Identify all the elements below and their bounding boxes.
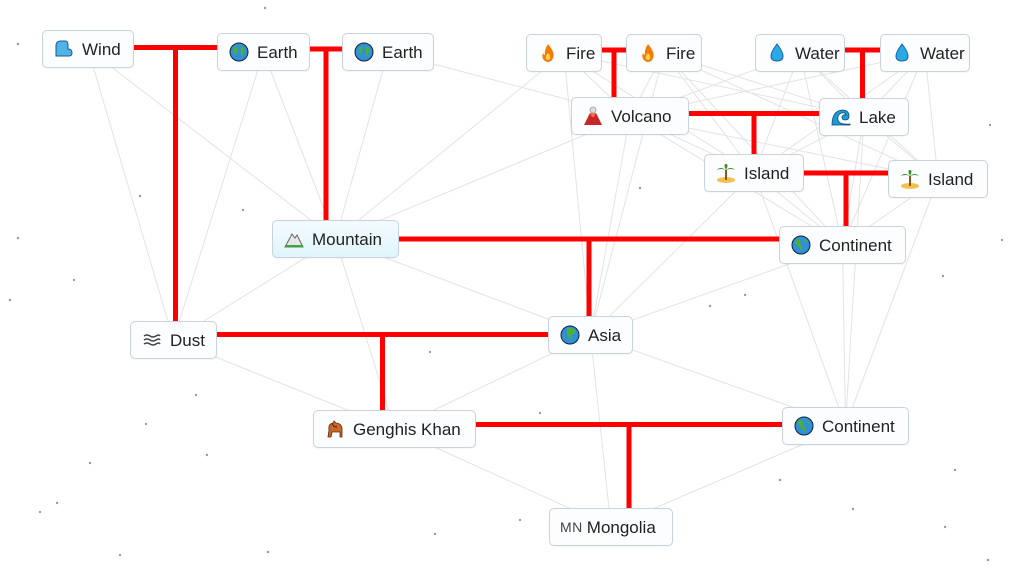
globe-americas-icon bbox=[790, 234, 812, 256]
fire-icon bbox=[637, 42, 659, 64]
element-node-water1[interactable]: Water bbox=[755, 34, 845, 72]
earth-globe-icon bbox=[353, 41, 375, 63]
wind-icon bbox=[53, 38, 75, 60]
wave-icon bbox=[830, 106, 852, 128]
element-node-earth2[interactable]: Earth bbox=[342, 33, 434, 71]
element-node-water2[interactable]: Water bbox=[880, 34, 970, 72]
element-label: Fire bbox=[566, 43, 596, 63]
palm-island-icon bbox=[899, 168, 921, 190]
globe-americas-icon bbox=[793, 415, 815, 437]
element-label: Continent bbox=[819, 235, 892, 255]
element-node-island2[interactable]: Island bbox=[888, 160, 988, 198]
element-label: Dust bbox=[170, 330, 205, 350]
element-label: Wind bbox=[82, 39, 121, 59]
water-drop-icon bbox=[766, 42, 788, 64]
element-label: Water bbox=[920, 43, 965, 63]
element-label: Island bbox=[744, 163, 790, 183]
element-label: Asia bbox=[588, 325, 622, 345]
element-node-fire1[interactable]: Fire bbox=[526, 34, 602, 72]
globe-asia-icon bbox=[559, 324, 581, 346]
element-node-earth1[interactable]: Earth bbox=[217, 33, 310, 71]
element-node-wind[interactable]: Wind bbox=[42, 30, 134, 68]
element-label: Genghis Khan bbox=[353, 419, 461, 439]
water-drop-icon bbox=[891, 42, 913, 64]
element-node-genghis[interactable]: Genghis Khan bbox=[313, 410, 476, 448]
element-label: Fire bbox=[666, 43, 696, 63]
element-node-volcano[interactable]: Volcano bbox=[571, 97, 689, 135]
element-label: Water bbox=[795, 43, 840, 63]
mountain-icon bbox=[283, 228, 305, 250]
palm-island-icon bbox=[715, 162, 737, 184]
element-node-continent2[interactable]: Continent bbox=[782, 407, 909, 445]
element-node-continent1[interactable]: Continent bbox=[779, 226, 906, 264]
element-label: Lake bbox=[859, 107, 896, 127]
earth-globe-icon bbox=[228, 41, 250, 63]
element-label: Mongolia bbox=[586, 517, 656, 537]
element-label: Earth bbox=[382, 42, 423, 62]
element-node-lake[interactable]: Lake bbox=[819, 98, 909, 136]
element-label: Earth bbox=[257, 42, 298, 62]
element-node-mountain[interactable]: Mountain bbox=[272, 220, 399, 258]
element-label: Volcano bbox=[611, 106, 672, 126]
element-node-fire2[interactable]: Fire bbox=[626, 34, 702, 72]
element-node-asia[interactable]: Asia bbox=[548, 316, 633, 354]
fire-icon bbox=[537, 42, 559, 64]
element-label: Mountain bbox=[312, 229, 382, 249]
element-node-dust[interactable]: Dust bbox=[130, 321, 217, 359]
volcano-icon bbox=[582, 105, 604, 127]
mn-flag-icon: MN bbox=[560, 519, 583, 535]
element-label: Continent bbox=[822, 416, 895, 436]
element-node-island1[interactable]: Island bbox=[704, 154, 804, 192]
horse-icon bbox=[324, 418, 346, 440]
element-label: Island bbox=[928, 169, 974, 189]
dust-waves-icon bbox=[141, 329, 163, 351]
